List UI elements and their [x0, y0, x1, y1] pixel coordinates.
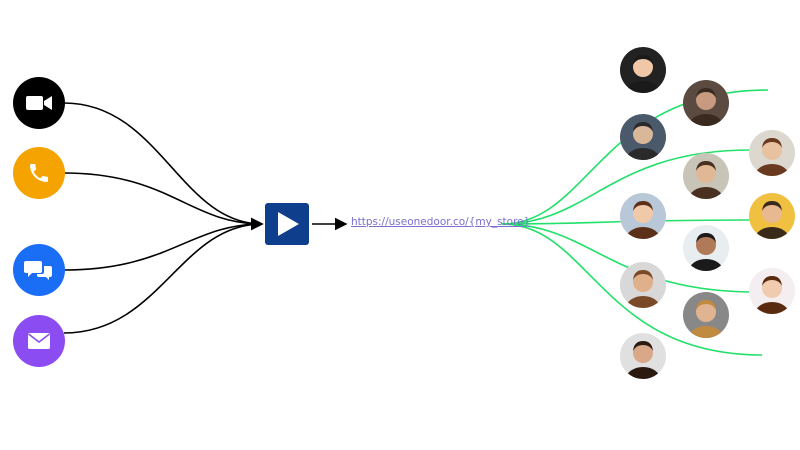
avatar — [749, 268, 795, 314]
avatar — [749, 130, 795, 176]
chat-bubbles-icon — [24, 261, 52, 280]
person-avatar-icon — [620, 114, 666, 160]
connector-video — [63, 102, 264, 231]
person-avatar-icon — [749, 130, 795, 176]
connector-phone — [63, 172, 264, 231]
avatar — [683, 225, 729, 271]
person-avatar-icon — [620, 47, 666, 93]
avatar — [620, 47, 666, 93]
phone-channel-icon[interactable] — [13, 147, 65, 199]
avatar — [620, 333, 666, 379]
video-camera-icon — [26, 96, 52, 110]
person-avatar-icon — [620, 262, 666, 308]
person-avatar-icon — [683, 80, 729, 126]
person-avatar-icon — [749, 193, 795, 239]
person-avatar-icon — [620, 193, 666, 239]
person-avatar-icon — [683, 225, 729, 271]
avatar — [683, 153, 729, 199]
avatar — [749, 193, 795, 239]
person-avatar-icon — [620, 333, 666, 379]
store-link[interactable]: https://useonedoor.co/{my_store} — [351, 216, 531, 228]
email-channel-icon[interactable] — [13, 315, 65, 367]
person-avatar-icon — [683, 292, 729, 338]
video-channel-icon[interactable] — [13, 77, 65, 129]
play-icon — [278, 212, 299, 236]
connector-email — [63, 217, 264, 334]
avatar — [683, 80, 729, 126]
avatar — [620, 193, 666, 239]
chat-channel-icon[interactable] — [13, 244, 65, 296]
envelope-icon — [28, 333, 50, 349]
connector-chat — [63, 217, 264, 271]
avatar — [683, 292, 729, 338]
avatar — [620, 114, 666, 160]
person-avatar-icon — [749, 268, 795, 314]
phone-icon — [30, 164, 48, 182]
play-hub[interactable] — [265, 203, 309, 245]
person-avatar-icon — [683, 153, 729, 199]
avatar — [620, 262, 666, 308]
